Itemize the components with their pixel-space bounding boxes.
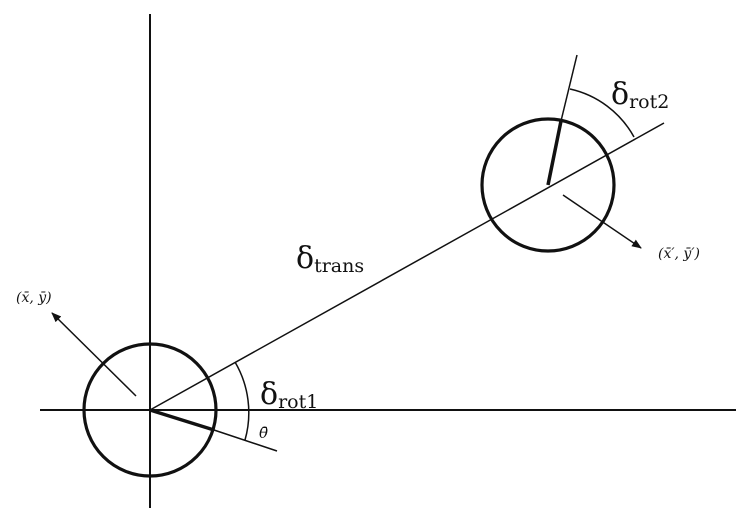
delta-trans-label: δtrans	[296, 241, 364, 277]
rot1-arc	[234, 361, 250, 441]
start-heading-line	[149, 408, 215, 432]
theta-label: θ̄	[259, 424, 268, 442]
delta-rot2-label: δrot2	[611, 77, 669, 113]
start-pose-arrow	[51, 312, 137, 397]
start-heading-extension	[213, 429, 278, 452]
delta-rot1-label: δrot1	[260, 377, 318, 413]
rot2-arc	[569, 88, 635, 138]
start-robot-circle	[82, 342, 218, 478]
end-robot-circle	[480, 117, 616, 253]
end-heading-line	[546, 120, 563, 186]
end-heading-extension	[560, 54, 578, 122]
end-pose-arrow	[562, 194, 642, 249]
translation-line	[149, 122, 665, 411]
end-pose-label: (x̄′, ȳ′)	[658, 246, 700, 262]
start-pose-label: (x̄, ȳ)	[16, 290, 52, 306]
